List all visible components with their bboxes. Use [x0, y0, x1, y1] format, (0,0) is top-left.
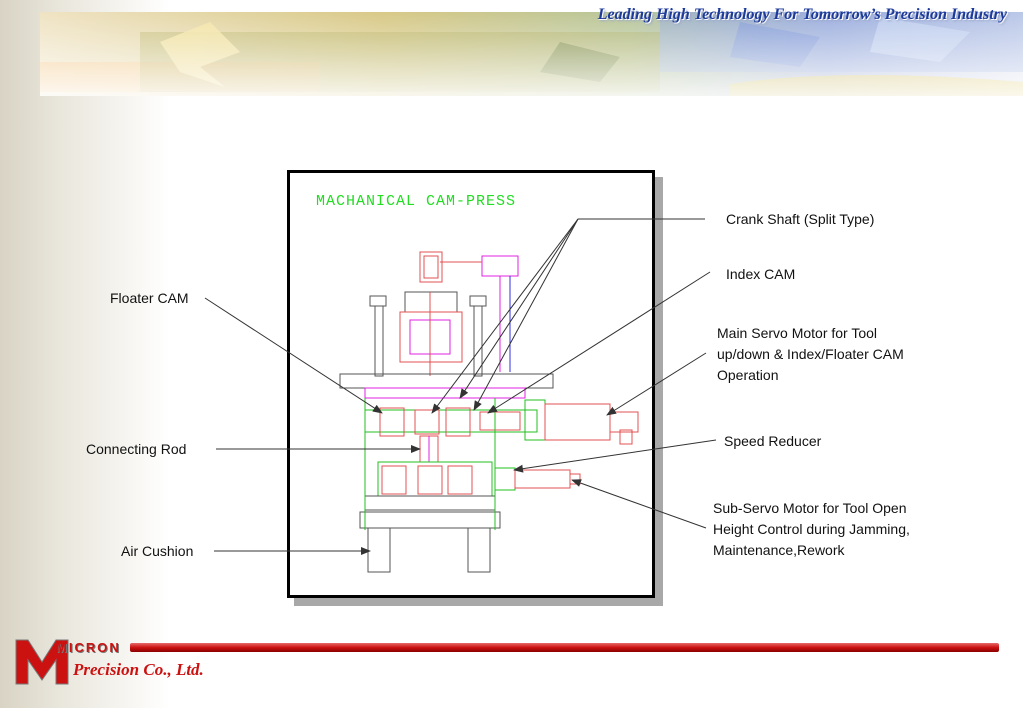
press-frame-structure — [339, 251, 639, 573]
label-main-servo-line1: Main Servo Motor for Tool — [717, 325, 878, 341]
label-sub-servo-line1: Sub-Servo Motor for Tool Open — [713, 500, 907, 516]
label-air-cushion: Air Cushion — [121, 543, 194, 559]
footer-red-rule — [130, 643, 999, 652]
label-speed-reducer: Speed Reducer — [724, 433, 822, 449]
label-sub-servo-line3: Maintenance,Rework — [713, 542, 845, 558]
label-main-servo-line2: up/down & Index/Floater CAM — [717, 346, 904, 362]
label-index-cam: Index CAM — [726, 266, 796, 282]
company-logo — [14, 628, 126, 686]
logo-m-icon — [15, 639, 69, 685]
leader-lines — [204, 218, 717, 555]
label-main-servo-motor: Main Servo Motor for Tool up/down & Inde… — [717, 323, 904, 386]
label-sub-servo-line2: Height Control during Jamming, — [713, 521, 910, 537]
label-main-servo-line3: Operation — [717, 367, 779, 383]
label-floater-cam: Floater CAM — [110, 290, 189, 306]
header-banner — [40, 12, 1023, 96]
drawing-title: MACHANICAL CAM-PRESS — [316, 193, 517, 210]
company-name: Precision Co., Ltd. — [73, 660, 204, 679]
label-sub-servo-motor: Sub-Servo Motor for Tool Open Height Con… — [713, 498, 910, 561]
logo-wordmark: MICRON — [56, 640, 121, 655]
label-crank-shaft: Crank Shaft (Split Type) — [726, 211, 875, 227]
label-connecting-rod: Connecting Rod — [86, 441, 187, 457]
header-tagline: Leading High Technology For Tomorrow’s P… — [597, 6, 1007, 23]
banner-artwork — [40, 12, 1023, 96]
drawing-frame — [287, 170, 655, 598]
